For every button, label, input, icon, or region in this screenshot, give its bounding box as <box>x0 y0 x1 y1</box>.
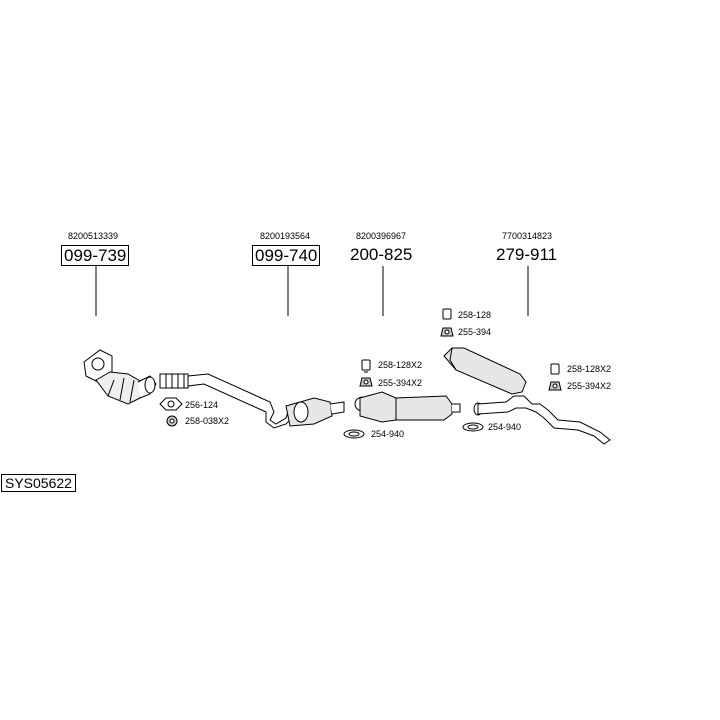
accessory-label-nut[interactable]: 258-038X2 <box>185 416 230 426</box>
part-number-1[interactable]: 099-739 <box>61 245 130 266</box>
oem-number-3: 8200396967 <box>356 231 407 241</box>
nut-icon <box>166 415 178 427</box>
rubber-mount-icon <box>440 327 454 337</box>
hanger-bracket-icon <box>361 359 371 373</box>
clamp-icon <box>462 422 484 432</box>
rubber-mount-icon <box>359 377 373 387</box>
accessory-label-hanger-tail[interactable]: 258-128X2 <box>567 364 612 374</box>
accessory-label-mount-rear[interactable]: 255-394 <box>458 327 492 337</box>
part-number-2[interactable]: 099-740 <box>252 245 321 266</box>
part-number-3[interactable]: 200-825 <box>350 245 413 264</box>
rear-silencer-part[interactable] <box>443 347 611 445</box>
accessory-label-hanger-center[interactable]: 258-128X2 <box>378 360 423 370</box>
accessory-label-hanger-rear[interactable]: 258-128 <box>458 310 492 320</box>
clamp-icon <box>343 429 365 439</box>
accessory-label-mount-center[interactable]: 255-394X2 <box>378 378 423 388</box>
center-silencer-part[interactable] <box>354 391 461 423</box>
oem-number-1: 8200513339 <box>68 231 119 241</box>
accessory-label-clamp-center[interactable]: 254-940 <box>371 429 405 439</box>
front-pipe-catalyst-part[interactable] <box>159 373 345 429</box>
accessory-label-mount-tail[interactable]: 255-394X2 <box>567 381 612 391</box>
manifold-catalyst-part[interactable] <box>83 349 157 405</box>
system-code-label: SYS05622 <box>1 474 76 492</box>
oem-number-4: 7700314823 <box>502 231 553 241</box>
hanger-bracket-icon <box>550 363 560 375</box>
hanger-bracket-icon <box>442 308 452 320</box>
gasket-icon <box>159 397 183 411</box>
accessory-label-gasket[interactable]: 256-124 <box>185 400 219 410</box>
oem-number-2: 8200193564 <box>260 231 311 241</box>
accessory-label-clamp-rear[interactable]: 254-940 <box>488 422 522 432</box>
part-number-4[interactable]: 279-911 <box>496 245 558 264</box>
rubber-mount-icon <box>548 381 562 391</box>
